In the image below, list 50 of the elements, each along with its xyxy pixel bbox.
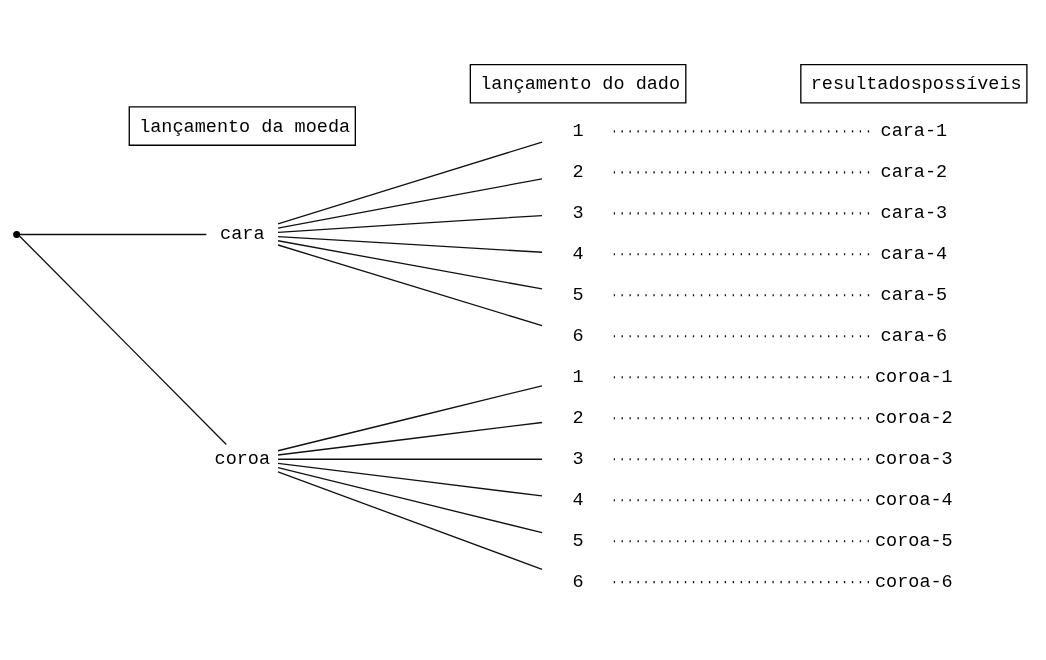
- connector: [18, 235, 227, 446]
- node-text: coroa: [214, 449, 271, 471]
- connector: [277, 244, 543, 327]
- connector: [277, 214, 543, 233]
- connector: [277, 467, 543, 534]
- node-text: coroa-1: [875, 367, 953, 389]
- node-text: coroa-6: [875, 572, 953, 594]
- node-text: 4: [572, 244, 584, 266]
- connector: [613, 417, 870, 420]
- node-text: 1: [572, 367, 584, 389]
- node-text: 5: [572, 531, 584, 553]
- node-text: coroa-3: [875, 449, 953, 471]
- connector: [19, 233, 207, 236]
- node-circle: [13, 230, 21, 238]
- label: lançamento da moeda: [139, 116, 351, 138]
- connector: [277, 471, 543, 570]
- connector: [277, 462, 543, 497]
- connector: [277, 235, 543, 253]
- connector: [277, 141, 543, 225]
- node-text: cara-3: [880, 203, 948, 225]
- label: lançamento do dado: [480, 74, 681, 96]
- node-text: 6: [572, 572, 584, 594]
- node-text: cara-6: [880, 326, 948, 348]
- node-text: cara-4: [880, 244, 948, 266]
- node-text: coroa-4: [875, 490, 953, 512]
- connector: [277, 421, 543, 456]
- label: resultadospossíveis: [810, 74, 1022, 96]
- node-text: coroa-5: [875, 531, 953, 553]
- node-text: 2: [572, 408, 584, 430]
- node-text: 3: [572, 203, 584, 225]
- node-text: 2: [572, 162, 584, 184]
- node-text: 4: [572, 490, 584, 512]
- connector: [277, 385, 543, 452]
- connector: [277, 240, 543, 290]
- connector: [613, 499, 870, 502]
- node-text: cara-5: [880, 285, 948, 307]
- connector: [277, 458, 543, 460]
- connector: [613, 581, 870, 584]
- node-text: cara-2: [880, 162, 948, 184]
- connector: [613, 540, 870, 543]
- node-text: cara: [220, 224, 265, 246]
- connector: [613, 458, 870, 461]
- node-text: coroa-2: [875, 408, 953, 430]
- connector: [613, 376, 870, 379]
- node-text: 6: [572, 326, 584, 348]
- node-text: 5: [572, 285, 584, 307]
- node-text: cara-1: [880, 121, 948, 143]
- connector: [277, 178, 543, 229]
- node-text: 1: [572, 121, 584, 143]
- node-text: 3: [572, 449, 584, 471]
